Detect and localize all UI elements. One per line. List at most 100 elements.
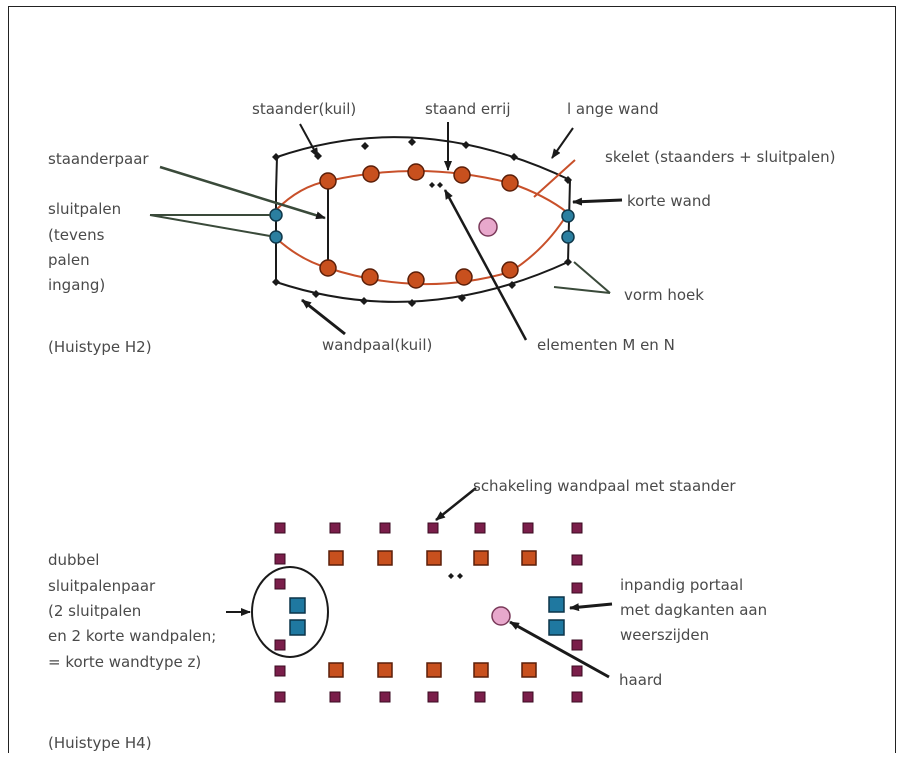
wandpaal xyxy=(474,522,486,534)
wandpaal xyxy=(274,578,286,590)
wandpaal xyxy=(274,639,286,651)
label-vorm-hoek: vorm hoek xyxy=(624,286,704,304)
label-schakeling: schakeling wandpaal met staander xyxy=(473,477,736,495)
wandpaal xyxy=(329,691,341,703)
wandpaal xyxy=(571,691,583,703)
haard-h4 xyxy=(491,606,511,626)
leader-korte-wand xyxy=(572,197,623,206)
skeleton-branch xyxy=(533,159,576,198)
wandpaal xyxy=(571,554,583,566)
portaal-paal xyxy=(548,619,565,636)
wandpaal xyxy=(571,582,583,594)
wandpaal xyxy=(508,281,516,289)
staander xyxy=(407,163,425,181)
haard-h2 xyxy=(478,217,498,237)
wandpaal xyxy=(571,639,583,651)
staander xyxy=(521,662,537,678)
wandpaal xyxy=(474,691,486,703)
wandpaal xyxy=(458,294,466,302)
staander xyxy=(453,166,471,184)
label-inpandig-3: weerszijden xyxy=(620,626,709,644)
label-sluitpalen-4: ingang) xyxy=(48,276,105,294)
staanders-h4 xyxy=(328,550,537,678)
label-huistype-h4: (Huistype H4) xyxy=(48,734,152,752)
staander xyxy=(377,662,393,678)
wandpaal xyxy=(522,691,534,703)
leader-lange-wand xyxy=(551,127,574,159)
label-dubbel-1: dubbel xyxy=(48,551,99,569)
wandpaal xyxy=(379,522,391,534)
wandpaal xyxy=(462,141,470,149)
staander xyxy=(319,259,337,277)
wandpaal xyxy=(329,522,341,534)
label-inpandig-2: met dagkanten aan xyxy=(620,601,767,619)
figure-frame xyxy=(8,6,896,753)
element-m-h4 xyxy=(448,573,454,579)
wandpaal xyxy=(510,153,518,161)
staander xyxy=(501,174,519,192)
label-staander-kuil: staander(kuil) xyxy=(252,100,356,118)
leader-inpandig xyxy=(569,602,613,612)
sluitpaal xyxy=(289,619,306,636)
leader-vorm-hoek-1 xyxy=(553,286,611,294)
staander xyxy=(473,662,489,678)
sluitpaal xyxy=(561,209,575,223)
staander xyxy=(377,550,393,566)
wandpaal xyxy=(274,522,286,534)
leader-staanderpaar xyxy=(159,165,326,220)
h4-plan: schakeling wandpaal met staander dubbel … xyxy=(48,477,767,752)
wandpalen xyxy=(272,138,572,307)
staander xyxy=(473,550,489,566)
label-wandpaal-kuil: wandpaal(kuil) xyxy=(322,336,432,354)
label-dubbel-5: = korte wandtype z) xyxy=(48,653,201,671)
wandpaal xyxy=(564,176,572,184)
leader-sluitpaal-2 xyxy=(149,214,271,237)
leader-vorm-hoek-2 xyxy=(573,261,611,294)
sluitpaal xyxy=(269,230,283,244)
label-lange-wand: l ange wand xyxy=(567,100,659,118)
wandpaal xyxy=(522,522,534,534)
staander xyxy=(328,550,344,566)
wandpaal xyxy=(312,290,320,298)
label-staandeerrij: staand errij xyxy=(425,100,511,118)
wandpaal xyxy=(360,297,368,305)
wandpalen-h4 xyxy=(274,522,583,703)
wandpaal xyxy=(274,665,286,677)
label-dubbel-4: en 2 korte wandpalen; xyxy=(48,627,216,645)
staander xyxy=(407,271,425,289)
staander xyxy=(501,261,519,279)
sluitpaal xyxy=(289,597,306,614)
label-elementen: elementen M en N xyxy=(537,336,675,354)
wandpaal xyxy=(272,153,280,161)
wandpaal xyxy=(274,553,286,565)
staander xyxy=(319,172,337,190)
element-n-h4 xyxy=(457,573,463,579)
label-staanderpaar: staanderpaar xyxy=(48,150,149,168)
leader-staander xyxy=(299,123,319,158)
leader-schakeling xyxy=(435,487,477,521)
element-n xyxy=(437,182,443,188)
wandpaal xyxy=(274,691,286,703)
wandpaal xyxy=(427,522,439,534)
staanders xyxy=(319,163,519,289)
wandpaal xyxy=(379,691,391,703)
staander xyxy=(426,662,442,678)
dubbel-sluitpalenpaar-ring xyxy=(251,566,329,658)
staander xyxy=(521,550,537,566)
sluitpalen-h4 xyxy=(289,596,565,636)
wandpaal xyxy=(272,278,280,286)
label-sluitpalen-1: sluitpalen xyxy=(48,200,121,218)
leader-elementen xyxy=(443,189,528,341)
staander xyxy=(362,165,380,183)
wandpaal xyxy=(564,258,572,266)
label-huistype-h2: (Huistype H2) xyxy=(48,338,152,356)
element-m xyxy=(429,182,435,188)
wandpaal xyxy=(408,299,416,307)
label-sluitpalen-3: palen xyxy=(48,251,90,269)
wandpaal xyxy=(571,522,583,534)
sluitpaal xyxy=(561,230,575,244)
staander xyxy=(361,268,379,286)
wandpaal xyxy=(408,138,416,146)
label-dubbel-2: sluitpalenpaar xyxy=(48,577,156,595)
